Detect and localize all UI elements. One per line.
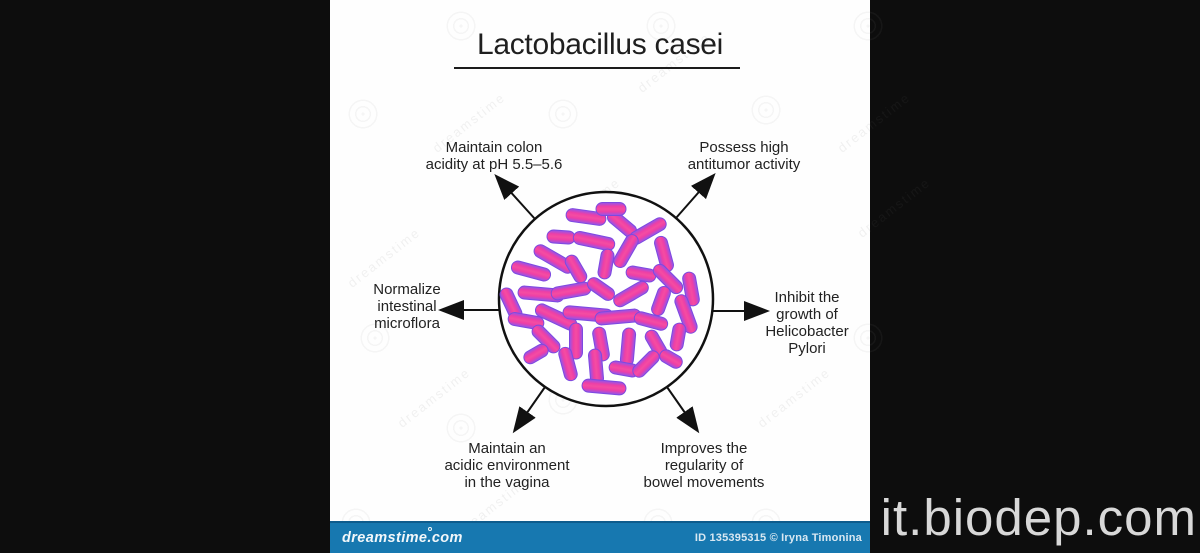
bacterium-rod	[659, 349, 683, 369]
arrow-bottom-right	[666, 386, 700, 434]
bacterium-rod	[597, 248, 615, 280]
bacterium-rod	[581, 378, 627, 396]
bacterium-rod	[619, 327, 637, 367]
bacterium-rod	[587, 277, 615, 301]
bacterium-rod	[510, 260, 552, 282]
bacterium-rod	[613, 280, 649, 308]
arrow-bottom-left	[512, 386, 546, 434]
bacterium-rod	[531, 324, 561, 354]
benefit-label-antitumor: Possess high antitumor activity	[687, 139, 801, 173]
image-credit: ID 135395315 © Iryna Timonina	[694, 532, 862, 544]
benefit-label-colon-acidity: Maintain colon acidity at pH 5.5–5.6	[425, 139, 563, 173]
benefit-label-helicobacter: Inhibit the growth of Helicobacter Pylor…	[765, 289, 849, 357]
bacterium-rod	[507, 312, 545, 330]
bacteria-rods	[499, 202, 700, 396]
dreamstime-logo: dreamstime.com	[342, 527, 463, 546]
benefit-label-microflora: Normalize intestinal microflora	[373, 281, 441, 332]
dreamstime-logo-text: dreamstime.com	[342, 530, 463, 546]
bacterium-rod	[633, 311, 669, 331]
arrow-top-right	[675, 172, 716, 219]
benefit-label-bowel-movements: Improves the regularity of bowel movemen…	[643, 440, 765, 491]
title-underline	[454, 67, 740, 69]
diagram-graphic	[438, 172, 770, 434]
bacterium-rod	[523, 343, 549, 365]
site-watermark: it.biodep.com	[880, 489, 1197, 546]
bacterium-rod	[569, 322, 583, 360]
bacterium-rod	[652, 263, 684, 295]
dreamstime-logo-dot	[428, 527, 432, 531]
dreamstime-footer-bar: dreamstime.com ID 135395315 © Iryna Timo…	[330, 521, 870, 553]
bacterium-rod	[572, 230, 616, 252]
bacterium-rod	[546, 229, 576, 245]
bacterium-rod	[558, 346, 578, 382]
bacterium-rod	[565, 208, 607, 226]
arrows	[438, 172, 770, 434]
bacterium-rod	[669, 322, 687, 352]
bacterium-rod	[613, 234, 639, 268]
benefit-label-vagina: Maintain an acidic environment in the va…	[444, 440, 570, 491]
arrow-top-left	[494, 174, 536, 220]
bacterium-rod	[674, 294, 698, 334]
bacterium-rod	[595, 202, 627, 216]
diagram-title: Lactobacillus casei	[476, 28, 724, 61]
